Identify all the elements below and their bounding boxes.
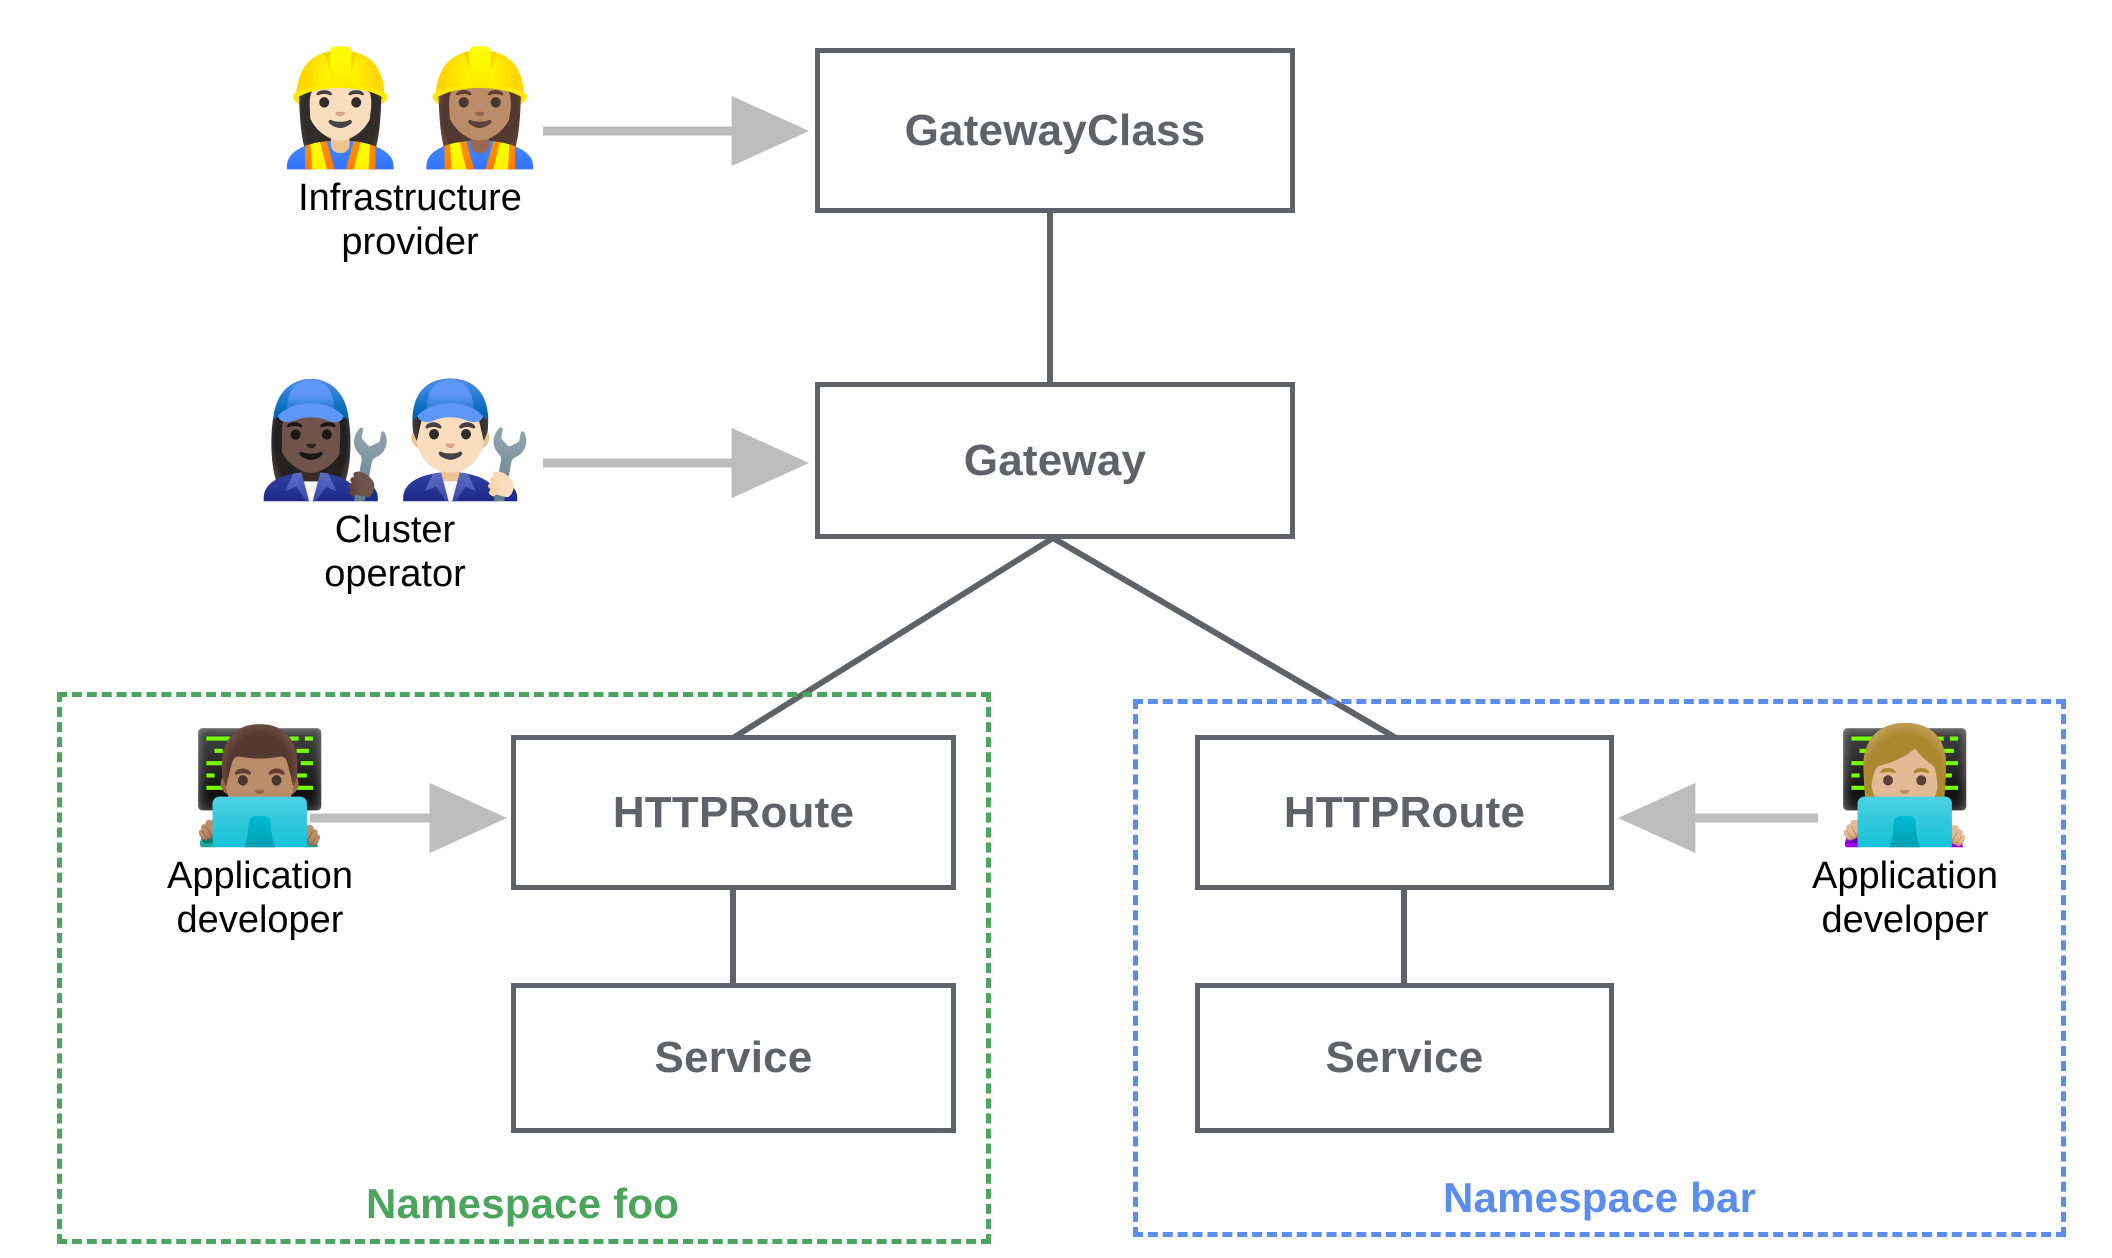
namespace-bar-container <box>1133 699 2066 1237</box>
service-foo-box[interactable]: Service <box>511 983 956 1133</box>
httproute-bar-label: HTTPRoute <box>1283 787 1526 837</box>
infrastructure-provider-emoji-row: 👷🏻‍♀️ 👷🏽‍♀️ <box>270 43 550 173</box>
man-technologist-icon: 👨🏽‍💻 <box>190 721 330 851</box>
service-foo-label: Service <box>654 1033 813 1082</box>
httproute-foo-label: HTTPRoute <box>612 787 855 837</box>
namespace-foo-label: Namespace foo <box>366 1180 680 1227</box>
woman-technologist-icon: 👩🏼‍💻 <box>1835 721 1975 851</box>
httproute-foo-box[interactable]: HTTPRoute <box>511 735 956 890</box>
cluster-operator-caption: Cluster operator <box>324 508 466 595</box>
man-mechanic-icon: 👨🏻‍🔧 <box>395 375 535 505</box>
actor-infrastructure-provider: 👷🏻‍♀️ 👷🏽‍♀️ Infrastructure provider <box>260 43 560 264</box>
gatewayclass-label: GatewayClass <box>904 105 1206 155</box>
actor-application-developer-foo: 👨🏽‍💻 Application developer <box>110 721 410 942</box>
namespace-bar-label: Namespace bar <box>1443 1174 1757 1221</box>
infrastructure-provider-caption: Infrastructure provider <box>298 176 522 263</box>
application-developer-foo-emoji-row: 👨🏽‍💻 <box>190 721 330 851</box>
service-bar-box[interactable]: Service <box>1195 983 1614 1133</box>
gatewayclass-box[interactable]: GatewayClass <box>815 48 1295 213</box>
application-developer-bar-emoji-row: 👩🏼‍💻 <box>1835 721 1975 851</box>
woman-mechanic-icon: 👩🏿‍🔧 <box>255 375 395 505</box>
gateway-label: Gateway <box>963 435 1147 485</box>
application-developer-bar-caption: Application developer <box>1812 854 1998 941</box>
gateway-box[interactable]: Gateway <box>815 382 1295 539</box>
actor-application-developer-bar: 👩🏼‍💻 Application developer <box>1755 721 2055 942</box>
woman-construction-worker-icon: 👷🏽‍♀️ <box>410 43 550 173</box>
namespace-foo-container <box>57 692 991 1244</box>
application-developer-foo-caption: Application developer <box>167 854 353 941</box>
httproute-bar-box[interactable]: HTTPRoute <box>1195 735 1614 890</box>
woman-construction-worker-icon: 👷🏻‍♀️ <box>270 43 410 173</box>
service-bar-label: Service <box>1325 1033 1484 1082</box>
actor-cluster-operator: 👩🏿‍🔧 👨🏻‍🔧 Cluster operator <box>245 375 545 596</box>
cluster-operator-emoji-row: 👩🏿‍🔧 👨🏻‍🔧 <box>255 375 535 505</box>
